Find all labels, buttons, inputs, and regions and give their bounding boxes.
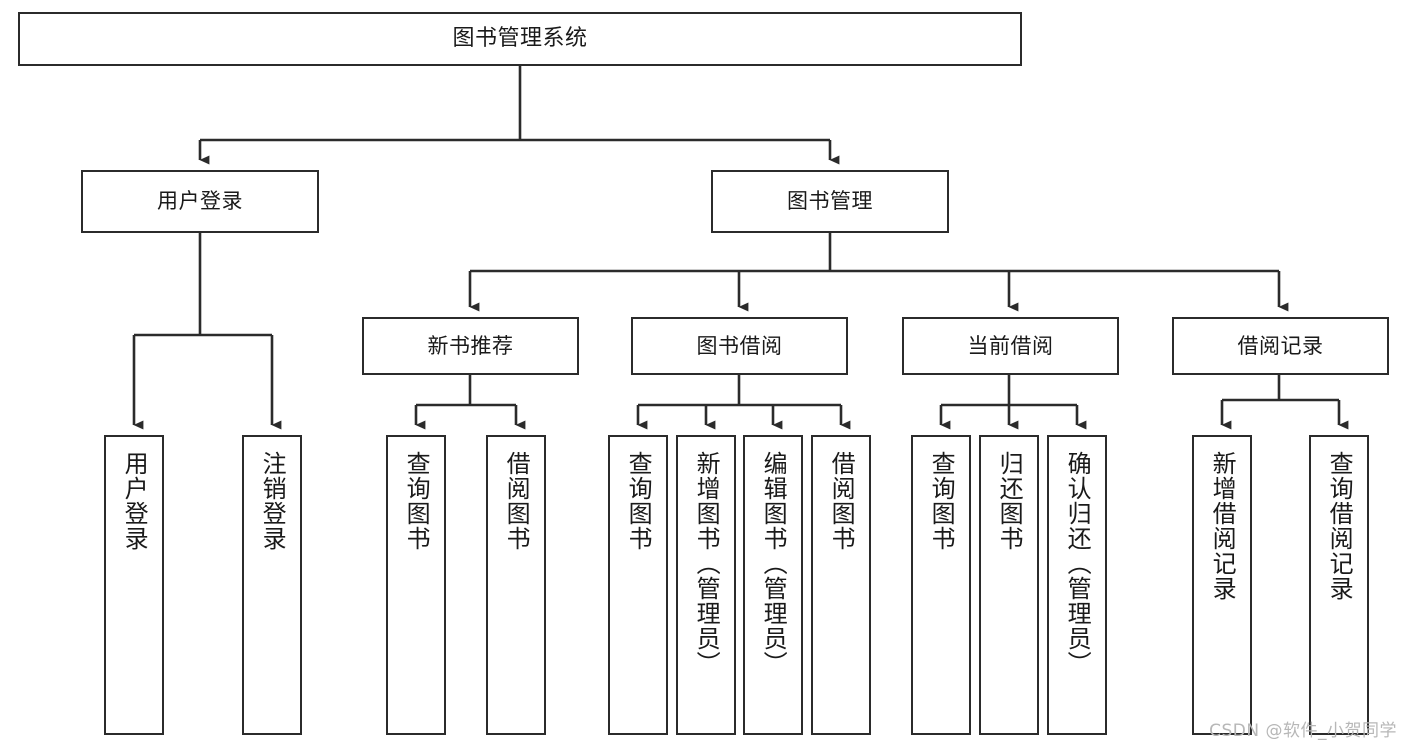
node-new-book-recommend-label: 新书推荐 <box>427 333 514 358</box>
leaf-edit-book[interactable]: 编辑图书（管理员） <box>743 435 803 735</box>
node-user-login-label: 用户登录 <box>157 189 243 213</box>
leaf-query-book-2[interactable]: 查询图书 <box>608 435 668 735</box>
leaf-add-record[interactable]: 新增借阅记录 <box>1192 435 1252 735</box>
leaf-query-book-1-label: 查询图书 <box>402 451 431 551</box>
leaf-add-book[interactable]: 新增图书（管理员） <box>676 435 736 735</box>
node-root[interactable]: 图书管理系统 <box>18 12 1022 66</box>
leaf-confirm-return-label: 确认归还（管理员） <box>1063 451 1092 676</box>
node-root-label: 图书管理系统 <box>452 26 588 51</box>
node-user-login[interactable]: 用户登录 <box>81 170 319 233</box>
node-book-management-label: 图书管理 <box>787 189 873 213</box>
leaf-borrow-book-2-label: 借阅图书 <box>827 451 856 551</box>
leaf-user-login[interactable]: 用户登录 <box>104 435 164 735</box>
leaf-add-record-label: 新增借阅记录 <box>1208 451 1237 601</box>
leaf-return-book-label: 归还图书 <box>995 451 1024 551</box>
leaf-query-record-label: 查询借阅记录 <box>1325 451 1354 601</box>
node-book-borrow[interactable]: 图书借阅 <box>631 317 848 375</box>
leaf-user-logout-label: 注销登录 <box>258 451 287 551</box>
node-borrow-record[interactable]: 借阅记录 <box>1172 317 1389 375</box>
node-new-book-recommend[interactable]: 新书推荐 <box>362 317 579 375</box>
leaf-return-book[interactable]: 归还图书 <box>979 435 1039 735</box>
node-current-borrow[interactable]: 当前借阅 <box>902 317 1119 375</box>
node-current-borrow-label: 当前借阅 <box>967 333 1054 358</box>
leaf-query-book-3[interactable]: 查询图书 <box>911 435 971 735</box>
node-borrow-record-label: 借阅记录 <box>1237 333 1324 358</box>
leaf-edit-book-label: 编辑图书（管理员） <box>759 451 788 676</box>
leaf-query-book-3-label: 查询图书 <box>927 451 956 551</box>
node-book-management[interactable]: 图书管理 <box>711 170 949 233</box>
leaf-borrow-book-1-label: 借阅图书 <box>502 451 531 551</box>
leaf-borrow-book-2[interactable]: 借阅图书 <box>811 435 871 735</box>
leaf-user-login-label: 用户登录 <box>120 451 149 551</box>
leaf-borrow-book-1[interactable]: 借阅图书 <box>486 435 546 735</box>
leaf-query-record[interactable]: 查询借阅记录 <box>1309 435 1369 735</box>
node-book-borrow-label: 图书借阅 <box>696 333 783 358</box>
leaf-query-book-2-label: 查询图书 <box>624 451 653 551</box>
leaf-user-logout[interactable]: 注销登录 <box>242 435 302 735</box>
leaf-query-book-1[interactable]: 查询图书 <box>386 435 446 735</box>
leaf-confirm-return[interactable]: 确认归还（管理员） <box>1047 435 1107 735</box>
leaf-add-book-label: 新增图书（管理员） <box>692 451 721 676</box>
